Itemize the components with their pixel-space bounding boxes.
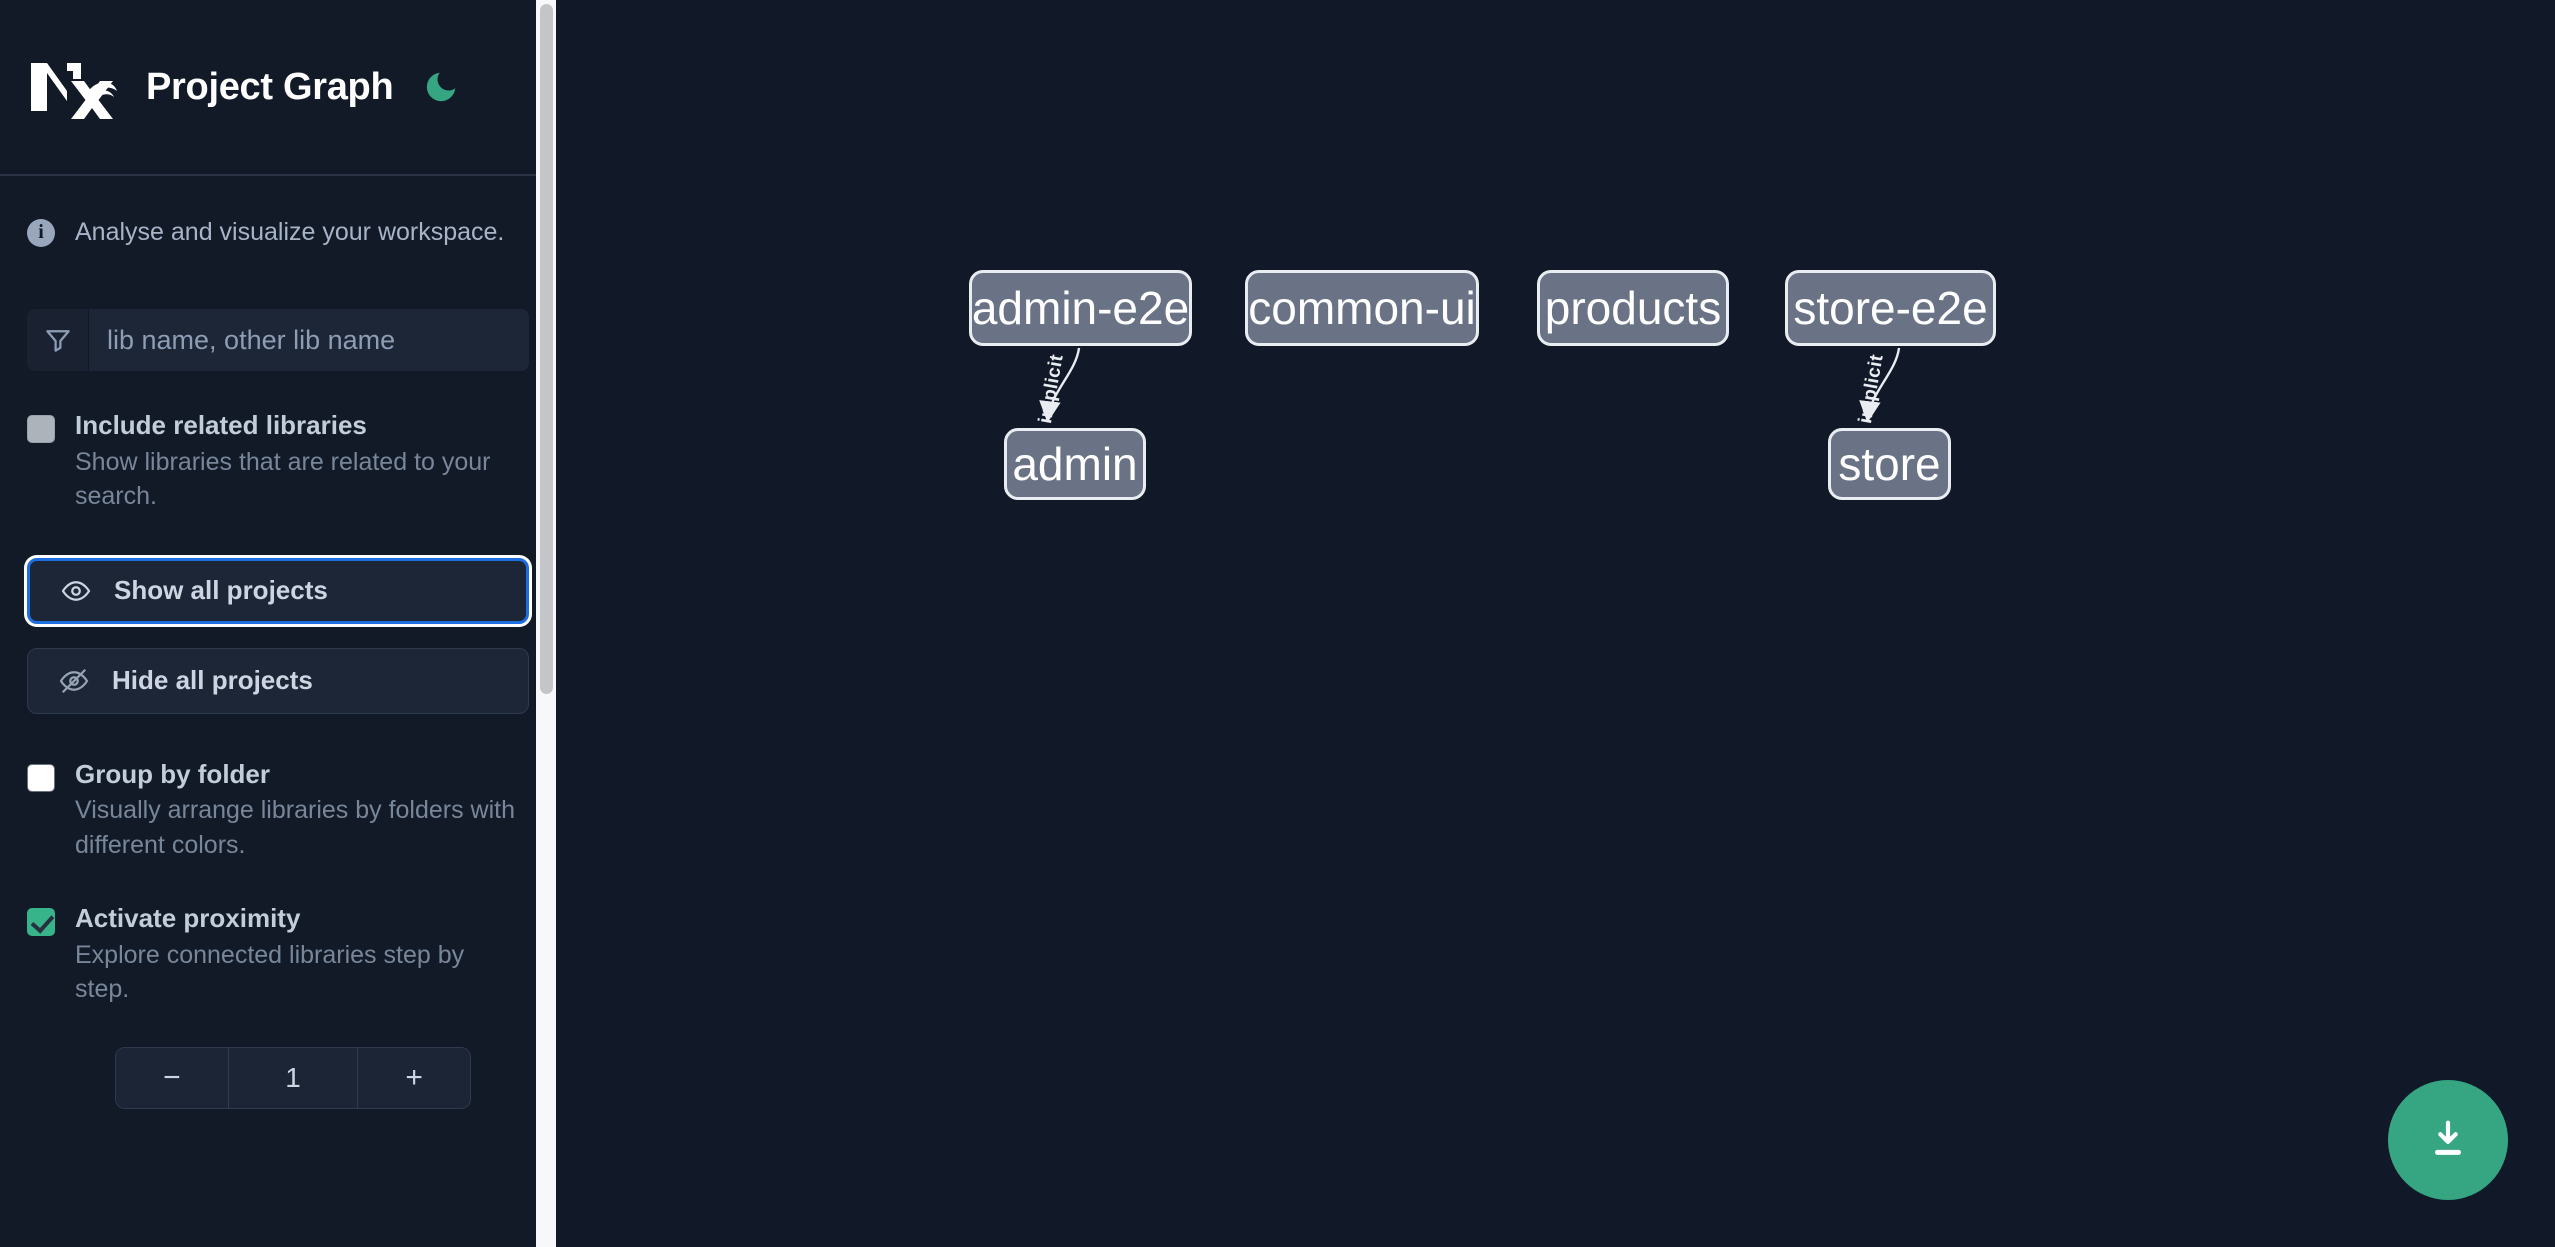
proximity-increment-button[interactable]: + [358, 1047, 470, 1108]
eye-icon [56, 576, 96, 606]
option-desc: Explore connected libraries step by step… [75, 940, 465, 1004]
node-label: store [1838, 438, 1941, 490]
download-graph-button[interactable] [2388, 1080, 2508, 1200]
option-activate-proximity[interactable]: Activate proximity Explore connected lib… [0, 902, 556, 1007]
node-label: store-e2e [1793, 282, 1988, 334]
visibility-buttons: Show all projects Hide all projects [0, 557, 556, 714]
graph-node-store-e2e[interactable]: store-e2e [1785, 270, 1996, 346]
option-title: Group by folder [75, 758, 270, 789]
include-related-libraries-checkbox [27, 415, 55, 443]
sidebar-scrollbar-thumb[interactable] [540, 4, 553, 694]
graph-node-admin-e2e[interactable]: admin-e2e [969, 270, 1192, 346]
node-label: products [1544, 282, 1722, 334]
graph-node-admin[interactable]: admin [1004, 428, 1146, 500]
graph-node-store[interactable]: store [1828, 428, 1951, 500]
option-include-related-libraries[interactable]: Include related libraries Show libraries… [0, 409, 556, 514]
sidebar-header: Project Graph [0, 0, 556, 176]
search-input[interactable] [89, 309, 529, 371]
node-label: admin [1012, 438, 1138, 490]
proximity-stepper: − 1 + [115, 1046, 471, 1109]
option-desc: Show libraries that are related to your … [75, 447, 491, 511]
proximity-decrement-button[interactable]: − [116, 1047, 228, 1108]
nx-logo-icon [27, 55, 119, 119]
option-desc: Visually arrange libraries by folders wi… [75, 796, 516, 859]
edge-label-implicit-admin: implicit [1034, 352, 1068, 426]
tagline: i Analyse and visualize your workspace. [0, 176, 556, 247]
edge-label-implicit-store: implicit [1854, 352, 1888, 426]
download-icon [2425, 1116, 2471, 1165]
page-title: Project Graph [146, 65, 394, 108]
search-field[interactable] [27, 309, 529, 371]
sidebar-scrollbar[interactable] [536, 0, 556, 1247]
filter-icon [27, 309, 89, 371]
node-label: common-ui [1248, 282, 1476, 334]
show-all-projects-label: Show all projects [114, 575, 328, 605]
moon-icon[interactable] [420, 66, 462, 108]
hide-all-projects-label: Hide all projects [112, 665, 313, 695]
eye-off-icon [54, 666, 94, 696]
project-graph-canvas[interactable]: implicit implicit admin-e2e common-ui pr… [556, 0, 2555, 1247]
node-label: admin-e2e [971, 282, 1190, 334]
option-title: Include related libraries [75, 410, 367, 440]
group-by-folder-checkbox[interactable] [27, 763, 55, 792]
graph-node-products[interactable]: products [1537, 270, 1729, 346]
option-group-by-folder[interactable]: Group by folder Visually arrange librari… [0, 758, 556, 863]
sidebar-body: i Analyse and visualize your workspace. … [0, 176, 556, 1109]
proximity-value: 1 [227, 1047, 359, 1108]
option-title: Activate proximity [75, 903, 301, 933]
sidebar: Project Graph i Analyse and visualize yo… [0, 0, 556, 1247]
activate-proximity-checkbox[interactable] [27, 908, 55, 936]
graph-edges [1039, 347, 1901, 423]
graph-node-common-ui[interactable]: common-ui [1245, 270, 1479, 346]
show-all-projects-button[interactable]: Show all projects [27, 557, 529, 624]
tagline-text: Analyse and visualize your workspace. [75, 218, 505, 246]
hide-all-projects-button[interactable]: Hide all projects [27, 647, 529, 714]
info-icon: i [27, 218, 55, 247]
